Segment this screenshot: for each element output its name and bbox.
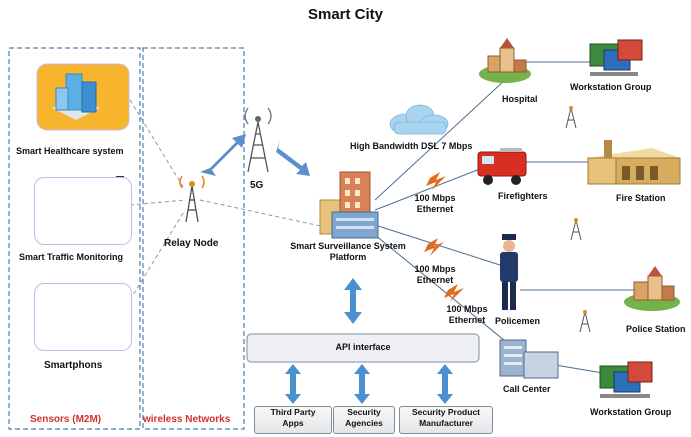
sensors-frame	[8, 47, 141, 430]
5g-label: 5G	[250, 180, 264, 191]
api-interface-label: API interface	[335, 342, 391, 352]
link-traffic-relay	[129, 199, 186, 206]
wireless-frame	[142, 47, 245, 430]
bolt-ethernet-3-icon	[444, 284, 464, 302]
third-party-apps-box: Third Party Apps	[254, 406, 332, 434]
sensors-group-label: Sensors (M2M)	[30, 414, 102, 425]
relay-node-label: Relay Node	[164, 238, 219, 249]
security-agencies-box: Security Agencies	[333, 406, 395, 434]
workstation-bottom-label: Workstation Group	[590, 407, 672, 417]
tower-1-icon	[565, 107, 577, 129]
link-platform-hospital	[374, 79, 506, 201]
api-interface-box	[246, 333, 480, 363]
healthcare-icon	[36, 63, 130, 131]
traffic-card	[34, 177, 132, 245]
platform-buildings-icon	[319, 171, 379, 239]
tower-2-icon	[570, 219, 582, 241]
police-station-icon	[624, 266, 680, 311]
page-title: Smart City	[307, 6, 384, 23]
tower-3-signal-icon	[583, 310, 587, 314]
workstation-top-label: Workstation Group	[570, 82, 652, 92]
ethernet-3-line1: 100 Mbps	[446, 304, 488, 314]
security-agencies-line1: Security	[347, 407, 381, 417]
arrow-platform-api	[344, 278, 362, 324]
hospital-label: Hospital	[502, 94, 538, 104]
call-center-label: Call Center	[503, 384, 551, 394]
fire-station-icon	[587, 140, 681, 185]
link-relay-platform	[199, 199, 331, 229]
platform-label-line2: Platform	[329, 252, 367, 262]
healthcare-label: Smart Healthcare system	[16, 146, 124, 156]
link-platform-callcenter	[374, 234, 511, 346]
ethernet-3-line2: Ethernet	[448, 315, 486, 325]
security-manufacturer-line1: Security Product	[411, 407, 481, 417]
tower-2-signal-icon	[574, 218, 578, 222]
ethernet-2-line1: 100 Mbps	[414, 264, 456, 274]
fire-station-label: Fire Station	[616, 193, 666, 203]
wireless-group-label: wireless Networks	[143, 414, 231, 425]
bolt-ethernet-2-icon	[424, 238, 444, 256]
firefighters-label: Firefighters	[498, 191, 548, 201]
security-agencies-line2: Agencies	[345, 418, 383, 428]
link-platform-fire	[374, 164, 491, 211]
security-manufacturer-box: Security Product Manufacturer	[399, 406, 493, 434]
ethernet-1-line2: Ethernet	[416, 204, 454, 214]
smartphone-card	[34, 283, 132, 351]
bolt-ethernet-1-icon	[426, 172, 446, 190]
5g-tower-icon	[244, 107, 272, 173]
arrow-api-thirdparty	[285, 364, 301, 404]
arrow-api-manufacturer	[437, 364, 453, 404]
arrow-5g-platform	[276, 140, 310, 176]
dsl-link-label: High Bandwidth DSL 7 Mbps	[350, 141, 473, 151]
policeman-icon	[500, 234, 518, 310]
call-center-icon	[499, 339, 559, 379]
hospital-icon	[479, 38, 531, 83]
fire-truck-icon	[477, 148, 527, 185]
arrow-relay-5g	[200, 134, 246, 176]
arrow-api-agencies	[354, 364, 370, 404]
tower-3-icon	[579, 311, 591, 333]
security-manufacturer-line2: Manufacturer	[419, 418, 473, 428]
police-station-label: Police Station	[626, 324, 686, 334]
platform-label-line1: Smart Surveillance System	[290, 241, 406, 251]
ethernet-1-line1: 100 Mbps	[414, 193, 456, 203]
link-phone-relay	[129, 209, 186, 301]
tower-1-signal-icon	[569, 106, 573, 110]
cloud-icon	[389, 104, 449, 135]
smartphone-label: Smartphons	[44, 360, 103, 371]
policemen-label: Policemen	[495, 316, 541, 326]
traffic-label: Smart Traffic Monitoring	[19, 252, 124, 262]
ethernet-2-line2: Ethernet	[416, 275, 454, 285]
workstation-top-icon	[589, 39, 643, 76]
third-party-line1: Third Party	[270, 407, 316, 417]
link-healthcare-relay	[129, 99, 186, 191]
third-party-line2: Apps	[282, 418, 304, 428]
relay-node-icon	[179, 175, 205, 223]
workstation-bottom-icon	[599, 361, 653, 398]
